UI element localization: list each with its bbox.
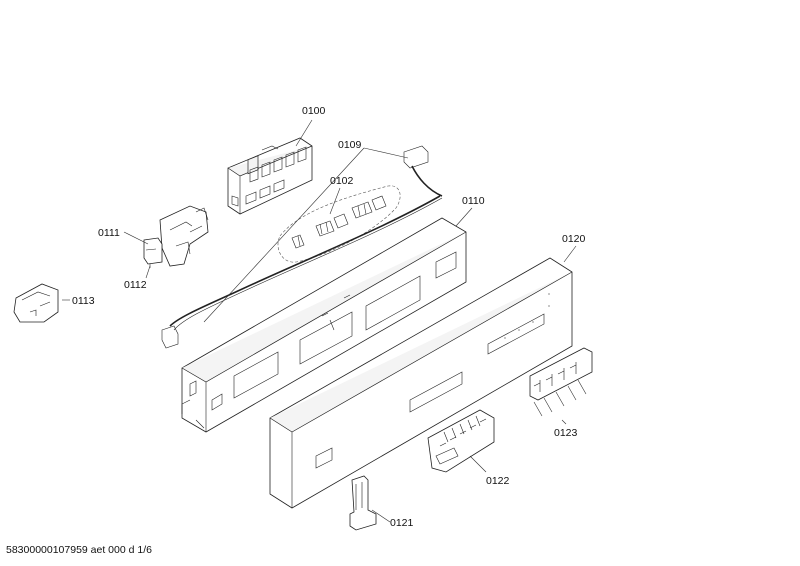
part-0110-inner-panel	[181, 217, 467, 433]
leader-lines	[62, 119, 577, 523]
part-0121-clip	[349, 475, 377, 531]
part-0100-control-module	[227, 137, 313, 215]
label-0111: 0111	[98, 227, 120, 239]
label-0102: 0102	[330, 175, 354, 187]
part-0123-button-strip	[529, 347, 593, 417]
label-0100: 0100	[302, 105, 326, 117]
part-0111-switch	[159, 205, 209, 267]
label-0110: 0110	[462, 195, 485, 207]
part-0109-wire-harness	[161, 145, 443, 349]
part-0113-bracket	[13, 283, 59, 323]
label-0123: 0123	[554, 427, 578, 439]
part-0120-fascia-panel	[269, 257, 573, 509]
drawing-reference-footer: 58300000107959 aet 000 d 1/6	[6, 544, 152, 556]
label-0120: 0120	[562, 233, 586, 245]
part-0122-knob-assembly	[427, 409, 495, 473]
label-0109: 0109	[338, 139, 362, 151]
label-0113: 0113	[72, 295, 95, 307]
label-0122: 0122	[486, 475, 510, 487]
label-0112: 0112	[124, 279, 147, 291]
part-0102-connectors	[277, 185, 401, 263]
label-0121: 0121	[390, 517, 414, 529]
part-0112-holder	[143, 237, 163, 268]
